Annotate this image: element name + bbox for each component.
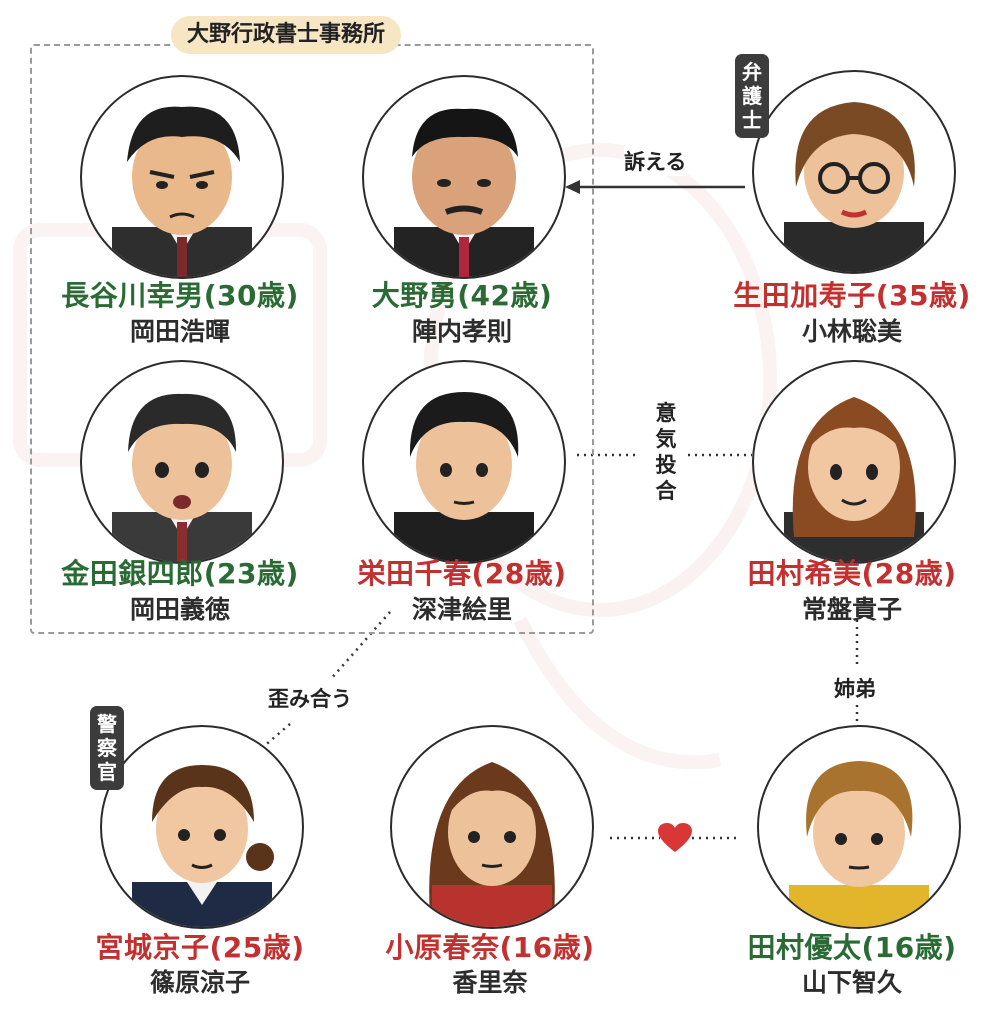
actor-name-ohara: 香里奈 bbox=[452, 968, 528, 997]
actor-name-tamura-yuta: 山下智久 bbox=[801, 968, 902, 997]
relation-kindred-label: 意気投合 bbox=[652, 400, 680, 504]
character-name-tamura-yuta: 田村優太(16歳) bbox=[702, 926, 1002, 966]
relation-sue-label: 訴える bbox=[624, 146, 687, 176]
age-text: (16歳) bbox=[861, 931, 957, 964]
age-text: (28歳) bbox=[861, 557, 957, 590]
name-text: 生田加寿子 bbox=[733, 279, 876, 312]
actor-name-ikuta: 小林聡美 bbox=[801, 317, 902, 346]
age-text: (35歳) bbox=[875, 279, 971, 312]
actor-name-tamura-nozomi: 常盤貴子 bbox=[801, 595, 902, 624]
heart-icon bbox=[658, 823, 692, 852]
name-text: 金田銀四郎 bbox=[61, 557, 204, 590]
portrait-ono bbox=[362, 75, 566, 279]
age-text: (42歳) bbox=[457, 279, 553, 312]
actor-name-hasegawa: 岡田浩暉 bbox=[129, 317, 230, 346]
age-text: (28歳) bbox=[471, 557, 567, 590]
actor-name-kaneda: 岡田義徳 bbox=[129, 595, 230, 624]
character-name-tamura-nozomi: 田村希美(28歳) bbox=[702, 552, 1002, 592]
portrait-hasegawa bbox=[80, 75, 284, 279]
role-tag-lawyer: 弁護士 bbox=[735, 54, 769, 138]
age-text: (23歳) bbox=[203, 557, 299, 590]
portrait-kaneda bbox=[80, 360, 284, 564]
portrait-yoneda bbox=[362, 360, 566, 564]
portrait-tamura-nozomi bbox=[752, 360, 956, 564]
portrait-ikuta bbox=[752, 70, 956, 274]
portrait-miyagi bbox=[100, 725, 304, 929]
actor-name-yoneda: 深津絵里 bbox=[411, 595, 512, 624]
age-text: (30歳) bbox=[203, 279, 299, 312]
name-text: 田村希美 bbox=[747, 557, 862, 590]
name-text: 小原春奈 bbox=[385, 931, 500, 964]
role-tag-police: 警察官 bbox=[90, 706, 124, 790]
relation-siblings-label: 姉弟 bbox=[834, 673, 876, 703]
portrait-ohara bbox=[390, 725, 594, 929]
name-text: 宮城京子 bbox=[95, 931, 210, 964]
character-name-ohara: 小原春奈(16歳) bbox=[340, 926, 640, 966]
office-label: 大野行政書士事務所 bbox=[171, 16, 402, 54]
name-text: 栄田千春 bbox=[357, 557, 472, 590]
name-text: 田村優太 bbox=[747, 931, 862, 964]
character-name-miyagi: 宮城京子(25歳) bbox=[50, 926, 350, 966]
character-name-hasegawa: 長谷川幸男(30歳) bbox=[30, 274, 330, 314]
age-text: (16歳) bbox=[499, 931, 595, 964]
name-text: 大野勇 bbox=[371, 279, 458, 312]
age-text: (25歳) bbox=[209, 931, 305, 964]
character-name-ikuta: 生田加寿子(35歳) bbox=[702, 274, 1002, 314]
actor-name-ono: 陣内孝則 bbox=[411, 317, 512, 346]
character-name-kaneda: 金田銀四郎(23歳) bbox=[30, 552, 330, 592]
relation-distorted-label: 歪み合う bbox=[268, 683, 352, 713]
character-name-yoneda: 栄田千春(28歳) bbox=[312, 552, 612, 592]
actor-name-miyagi: 篠原涼子 bbox=[149, 968, 250, 997]
portrait-tamura-yuta bbox=[757, 725, 961, 929]
name-text: 長谷川幸男 bbox=[61, 279, 204, 312]
character-name-ono: 大野勇(42歳) bbox=[312, 274, 612, 314]
